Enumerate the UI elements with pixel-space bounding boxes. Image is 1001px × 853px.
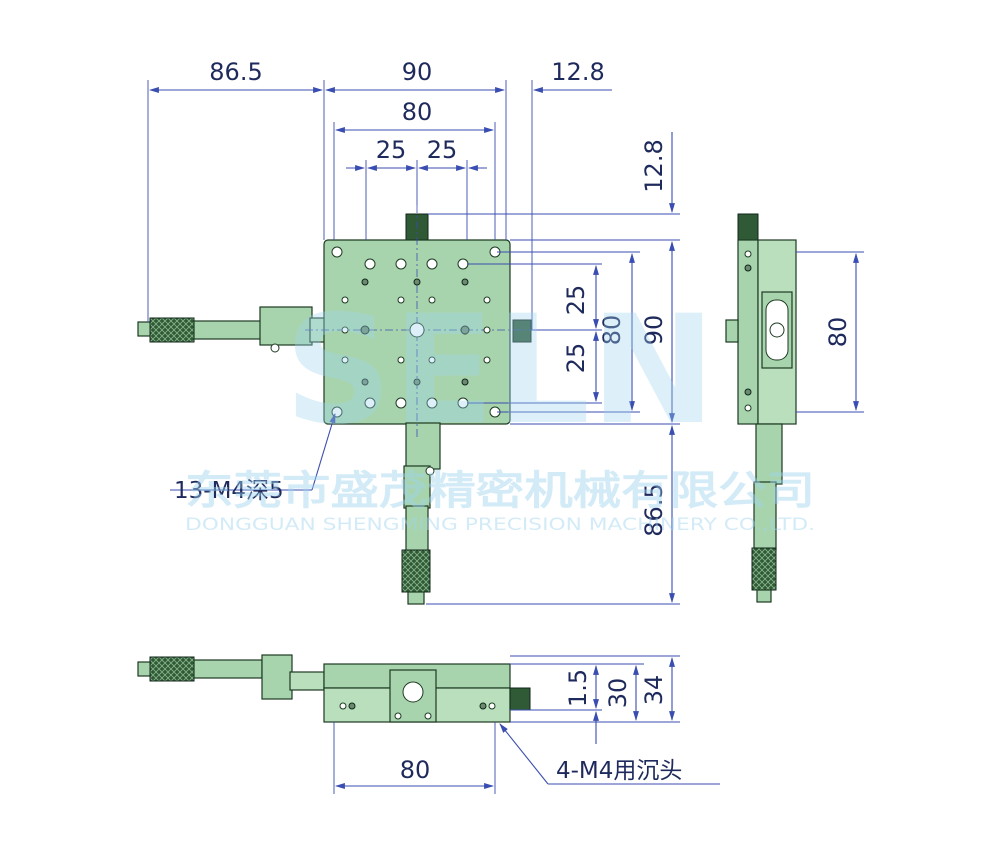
- dim-25-left: 25: [376, 136, 407, 164]
- top-dimensions: [147, 80, 612, 330]
- tapped-holes-note: 13-M4深5: [174, 478, 284, 504]
- tapped-holes-leader: [311, 413, 336, 491]
- dim-34-front: 34: [640, 675, 668, 706]
- top-view: [137, 205, 532, 605]
- front-view: [137, 654, 720, 794]
- dim-1-5-front: 1.5: [564, 669, 592, 707]
- watermark-company-cn: 东莞市盛茂精密机械有限公司: [185, 468, 815, 514]
- side-view: [725, 213, 864, 603]
- left-micrometer: [137, 306, 327, 353]
- dim-90-top: 90: [402, 58, 433, 86]
- dim-30-front: 30: [604, 678, 632, 709]
- dim-25-upper: 25: [562, 285, 590, 316]
- dim-12-8-right: 12.8: [640, 139, 668, 192]
- dim-90-vertical: 90: [640, 315, 668, 346]
- dim-12-8-top: 12.8: [551, 58, 604, 86]
- lower-micrometer: [401, 422, 441, 605]
- dim-86-5-top: 86.5: [209, 58, 262, 86]
- watermark-company-en: DONGGUAN SHENGMING PRECISION MACHINERY C…: [185, 515, 815, 535]
- watermark-logo: SELN: [284, 284, 716, 458]
- dim-86-5-vertical: 86.5: [640, 483, 668, 536]
- dim-25-lower: 25: [562, 343, 590, 374]
- right-dimensions: [426, 132, 680, 605]
- dim-80-top: 80: [402, 98, 433, 126]
- mounting-holes: [331, 246, 501, 418]
- dim-25-right: 25: [427, 136, 458, 164]
- right-lock-knob: [512, 319, 532, 343]
- dim-80-front: 80: [400, 756, 431, 784]
- dim-80-side: 80: [824, 317, 852, 348]
- counterbore-note: 4-M4用沉头: [556, 758, 682, 784]
- dim-80-vertical: 80: [598, 315, 626, 346]
